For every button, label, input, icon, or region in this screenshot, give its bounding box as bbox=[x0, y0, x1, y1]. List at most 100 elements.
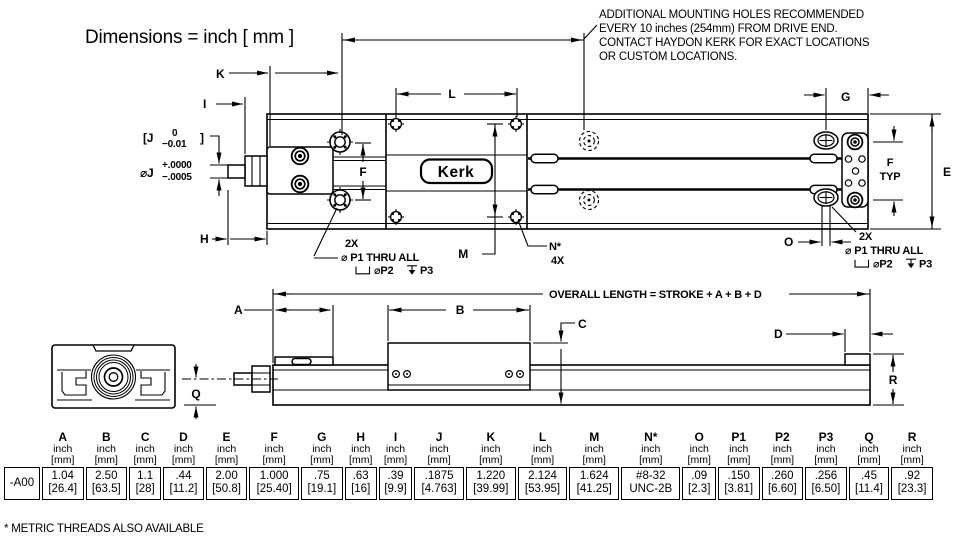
unit-inch: inch bbox=[96, 442, 116, 455]
column-letter: R bbox=[907, 430, 917, 444]
technical-drawing: Dimensions = inch [ mm ] ADDITIONAL MOUN… bbox=[51, 9, 951, 419]
unit-inch: inch bbox=[173, 442, 194, 455]
unit-inch: inch bbox=[729, 442, 749, 455]
slot-cap bbox=[809, 153, 838, 164]
value-cell-h: .63[16] bbox=[344, 466, 377, 501]
counterbore-callout-right: 2X ⌀ P1 THRU ALL ⌀P2 P3 bbox=[831, 206, 932, 271]
end-plate-screw bbox=[846, 133, 864, 151]
unit-mm: [mm] bbox=[687, 454, 711, 467]
mm-value: [19.1] bbox=[307, 483, 337, 496]
value-cell-e: 2.00[50.8] bbox=[205, 466, 248, 501]
dim-label-m: M bbox=[458, 247, 468, 261]
end-view-bearing bbox=[90, 354, 137, 400]
inch-value: .1875 bbox=[424, 469, 454, 482]
mm-value: [63.5] bbox=[91, 483, 121, 496]
inch-value: 2.124 bbox=[528, 469, 557, 482]
overall-length-label: OVERALL LENGTH = STROKE + A + B + D bbox=[549, 289, 762, 301]
inch-value: .260 bbox=[771, 469, 794, 482]
svg-text:−0.01: −0.01 bbox=[162, 139, 187, 150]
side-view-dimensions: OVERALL LENGTH = STROKE + A + B + D A B … bbox=[184, 289, 904, 419]
mm-value: [2.3] bbox=[688, 483, 711, 496]
mm-value: [50.8] bbox=[212, 483, 241, 496]
dim-label-f-typ: F bbox=[887, 157, 894, 169]
dim-label-h: H bbox=[200, 232, 208, 246]
dim-label-f-typ: TYP bbox=[880, 171, 901, 183]
svg-text:P3: P3 bbox=[919, 259, 932, 271]
mount-screw bbox=[327, 187, 353, 213]
value-cell-g: .75[19.1] bbox=[301, 466, 343, 501]
top-view: Kerk bbox=[227, 113, 869, 230]
dim-label-a: A bbox=[234, 303, 243, 317]
unit-mm: [mm] bbox=[900, 454, 924, 467]
carriage-screw bbox=[388, 209, 404, 225]
inch-value: .92 bbox=[904, 469, 921, 482]
drive-block-screw bbox=[290, 146, 310, 166]
unit-inch: inch bbox=[312, 442, 332, 455]
side-end-tab bbox=[844, 353, 871, 366]
inch-value: 1.220 bbox=[476, 469, 506, 482]
svg-text:+.0000: +.0000 bbox=[162, 160, 192, 171]
end-view-top-tab bbox=[91, 344, 136, 352]
svg-text:⌀P2: ⌀P2 bbox=[374, 265, 394, 277]
mm-value: [4.763] bbox=[421, 483, 457, 496]
shaft-nut bbox=[244, 155, 268, 187]
unit-mm: [mm] bbox=[857, 454, 881, 467]
carriage-screw bbox=[508, 116, 524, 132]
dim-label-c: C bbox=[578, 317, 587, 331]
end-view bbox=[51, 344, 176, 409]
side-rail-outline bbox=[272, 364, 871, 406]
dim-label-k: K bbox=[216, 67, 225, 81]
inch-value: #8-32 bbox=[636, 469, 666, 482]
unit-mm: [mm] bbox=[530, 454, 555, 467]
end-view-tslot-left bbox=[61, 371, 87, 396]
column-letter: N* bbox=[644, 430, 658, 444]
dim-label-g: G bbox=[841, 90, 850, 104]
mm-value: [39.99] bbox=[473, 483, 509, 496]
mm-value: [28] bbox=[135, 483, 155, 496]
svg-text:[J: [J bbox=[143, 131, 153, 145]
svg-text:−.0005: −.0005 bbox=[162, 172, 192, 183]
side-view bbox=[182, 342, 871, 406]
unit-inch: inch bbox=[584, 442, 604, 455]
end-plate-holes bbox=[844, 155, 866, 187]
column-letter: M bbox=[589, 430, 600, 444]
side-block-button bbox=[291, 357, 312, 366]
units-title: Dimensions = inch [ mm ] bbox=[85, 27, 294, 48]
hidden-mounting-hole bbox=[578, 189, 600, 211]
unit-mm: [mm] bbox=[770, 454, 794, 467]
column-letter: L bbox=[538, 430, 547, 444]
end-mount-screw bbox=[813, 188, 839, 207]
unit-inch: inch bbox=[689, 442, 709, 455]
unit-mm: [mm] bbox=[262, 454, 286, 467]
unit-inch: inch bbox=[216, 442, 237, 455]
value-cell-i: .39[9.9] bbox=[378, 466, 413, 501]
inch-value: 2.00 bbox=[215, 469, 238, 482]
unit-mm: [mm] bbox=[214, 454, 239, 467]
dim-label-q: Q bbox=[191, 387, 200, 401]
top-view-dimensions: K I L G E F bbox=[140, 33, 951, 277]
value-cell-k: 1.220[39.99] bbox=[465, 466, 516, 501]
kerk-logo: Kerk bbox=[438, 164, 474, 181]
value-cell-r: .92[23.3] bbox=[891, 466, 933, 501]
dim-label-n: N* bbox=[549, 241, 562, 253]
column-letter: P2 bbox=[775, 430, 790, 444]
column-letter: J bbox=[435, 430, 443, 444]
column-letter: E bbox=[222, 430, 231, 444]
column-letter: Q bbox=[864, 430, 874, 444]
column-header-n: N*inch[mm] bbox=[621, 431, 680, 467]
mm-value: [11.2] bbox=[169, 483, 198, 496]
value-cell-p1: .150[3.81] bbox=[717, 466, 760, 501]
table-corner-cell bbox=[4, 431, 40, 467]
svg-text:2X: 2X bbox=[859, 231, 873, 243]
unit-mm: [mm] bbox=[383, 454, 408, 467]
inch-value: .09 bbox=[691, 469, 708, 482]
dim-label-f: F bbox=[359, 165, 366, 179]
